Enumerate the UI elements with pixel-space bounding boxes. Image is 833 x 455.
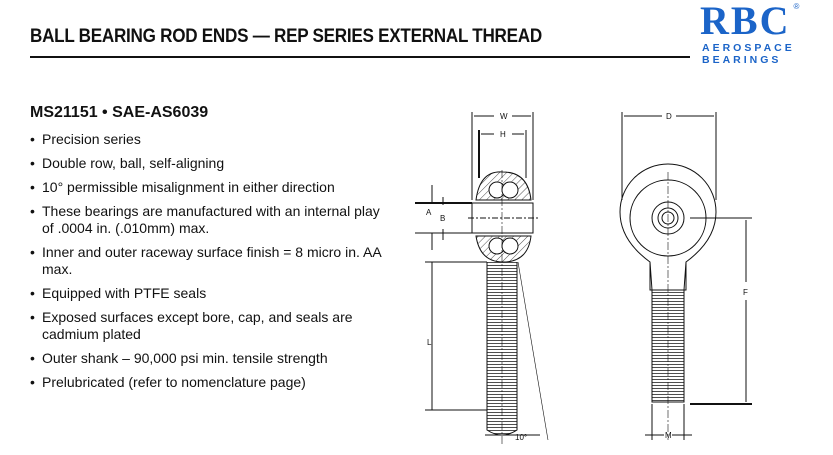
spec-subtitle: MS21151 • SAE-AS6039 [30, 104, 209, 121]
page-title: BALL BEARING ROD ENDS — REP SERIES EXTER… [30, 26, 542, 47]
dim-label-f: F [743, 288, 748, 297]
feature-item: Prelubricated (refer to nomenclature pag… [30, 374, 390, 391]
feature-list: Precision series Double row, ball, self-… [30, 131, 390, 398]
dim-label-b: B [440, 214, 445, 223]
dim-label-d: D [666, 112, 672, 121]
feature-item: Outer shank – 90,000 psi min. tensile st… [30, 350, 390, 367]
title-rule [30, 56, 690, 58]
logo-line1: AEROSPACE [702, 42, 795, 54]
logo-registered: ® [793, 2, 800, 11]
feature-item: Double row, ball, self-aligning [30, 155, 390, 172]
feature-item: Exposed surfaces except bore, cap, and s… [30, 309, 390, 343]
feature-item: Inner and outer raceway surface finish =… [30, 244, 390, 278]
dim-label-angle: 10° [515, 433, 527, 442]
dim-label-m: M [665, 431, 672, 440]
feature-item: Precision series [30, 131, 390, 148]
dim-label-w: W [500, 112, 508, 121]
dim-label-a: A [426, 208, 432, 217]
logo-top-row: RBC ® [700, 0, 825, 42]
front-view-drawing [619, 112, 752, 440]
feature-item: These bearings are manufactured with an … [30, 203, 390, 237]
dim-label-l: L [427, 338, 432, 347]
side-view-drawing [415, 112, 549, 445]
feature-item: Equipped with PTFE seals [30, 285, 390, 302]
logo-line2: BEARINGS [702, 54, 782, 66]
dim-label-h: H [500, 130, 506, 139]
rbc-logo: RBC ® AEROSPACE BEARINGS [700, 0, 825, 66]
logo-brand: RBC [700, 0, 791, 43]
feature-item: 10° permissible misalignment in either d… [30, 179, 390, 196]
